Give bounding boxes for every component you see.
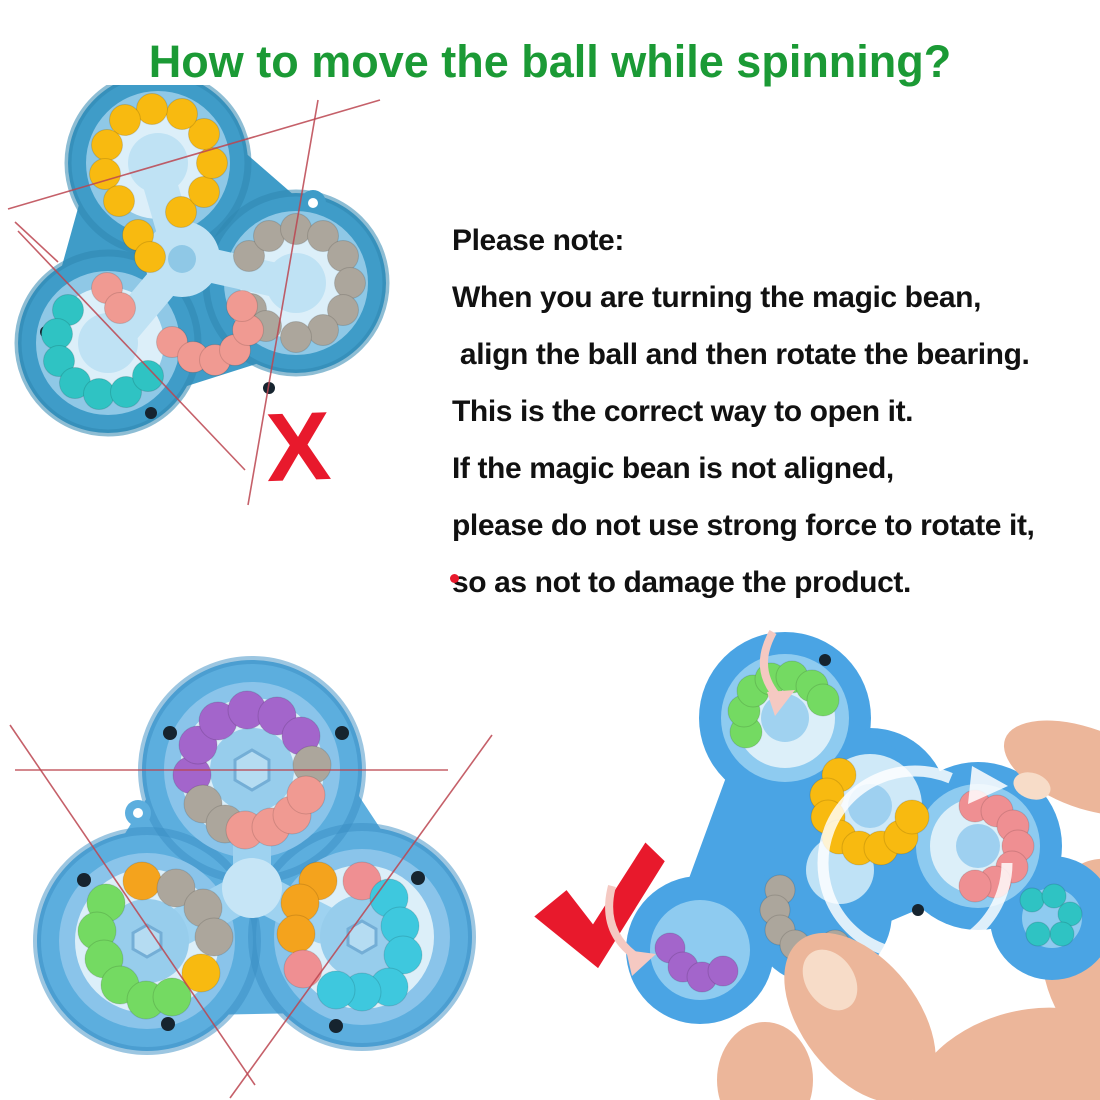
spin-direction-arrowheads [626,690,795,976]
spinner-tilted-illustration [7,85,390,506]
front-spinner-photo [0,645,500,1100]
magic-beads [41,93,366,410]
correct-check-icon [534,842,665,969]
rotation-ring-arrow-icon [817,765,1013,961]
red-dot [450,574,459,583]
note-line: so as not to damage the product. [452,566,911,599]
wrong-x-mark: X [264,390,333,503]
misaligned-spinner-photo: X [0,85,440,510]
magic-beads [654,660,1083,993]
alignment-lines [9,724,493,1099]
note-line: This is the correct way to open it. [452,395,914,428]
magic-beads [77,690,423,1020]
hands-demo-illustration [534,630,1100,1100]
note-line: If the magic bean is not aligned, [452,452,894,485]
hand-holding [717,720,1100,1100]
note-line: Please note: [452,224,624,257]
spinner-front-illustration [9,656,493,1099]
page-title: How to move the ball while spinning? [148,36,952,88]
note-text: Please note: When you are turning the ma… [450,222,1100,621]
hands-rotating-photo [520,618,1100,1100]
note-line: When you are turning the magic bean, [452,281,981,314]
note-line: please do not use strong force to rotate… [452,509,1035,542]
misalignment-lines [7,99,381,506]
note-line: align the ball and then rotate the beari… [452,338,1030,371]
